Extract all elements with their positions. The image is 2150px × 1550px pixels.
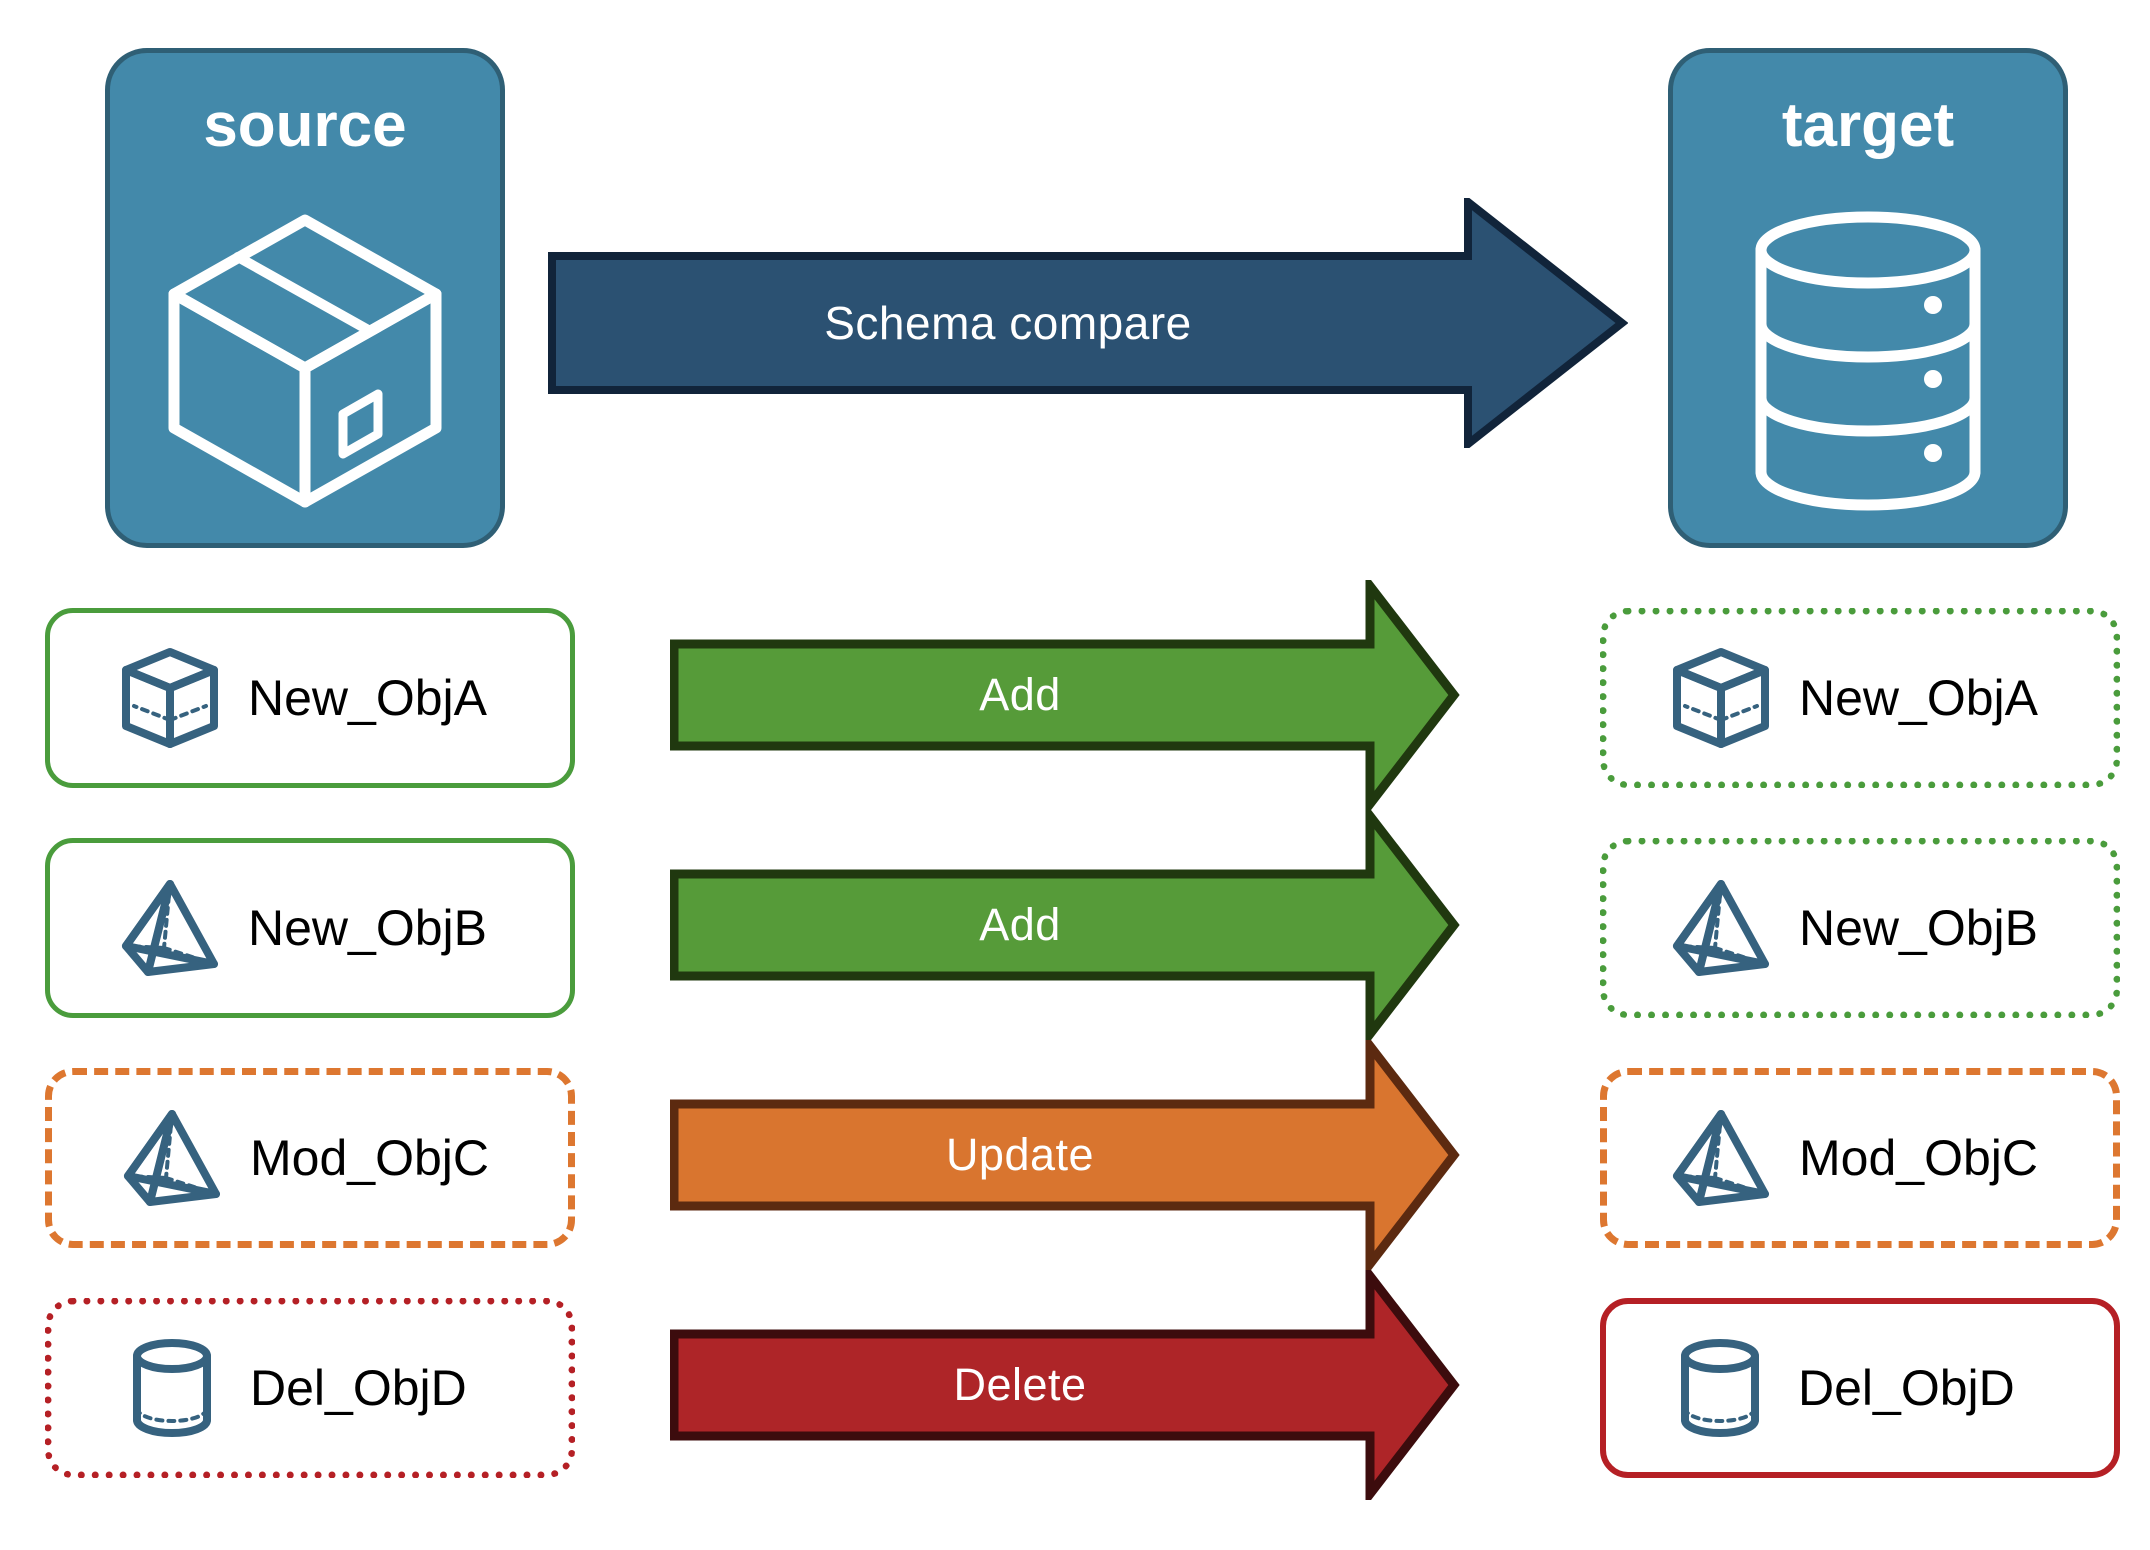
wireframe-cube-icon bbox=[118, 646, 222, 750]
source-object-chip[interactable]: New_ObjB bbox=[45, 838, 575, 1018]
target-object-chip[interactable]: New_ObjB bbox=[1600, 838, 2120, 1018]
target-object-chip[interactable]: Mod_ObjC bbox=[1600, 1068, 2120, 1248]
table-row: New_ObjB Add New_ObjB bbox=[0, 810, 2150, 1060]
schema-compare-label: Schema compare bbox=[824, 297, 1192, 349]
wireframe-pyramid-icon bbox=[118, 876, 222, 980]
wireframe-pyramid-icon bbox=[120, 1106, 224, 1210]
wireframe-cube-icon bbox=[1669, 646, 1773, 750]
wireframe-pyramid-icon bbox=[1669, 876, 1773, 980]
source-object-chip[interactable]: Mod_ObjC bbox=[45, 1068, 575, 1248]
target-object-label: Del_ObjD bbox=[1798, 1360, 2015, 1416]
source-object-label: Mod_ObjC bbox=[250, 1130, 489, 1186]
schema-compare-arrow: Schema compare bbox=[548, 198, 1628, 448]
source-object-chip[interactable]: Del_ObjD bbox=[45, 1298, 575, 1478]
action-arrow-add: Add bbox=[670, 580, 1460, 810]
table-row: Mod_ObjC Update Mod_ObjC bbox=[0, 1040, 2150, 1290]
target-object-chip[interactable]: New_ObjA bbox=[1600, 608, 2120, 788]
object-rows: New_ObjA Add New_ObjA bbox=[0, 580, 2150, 1520]
table-row: Del_ObjD Delete Del_ObjD bbox=[0, 1270, 2150, 1520]
source-object-label: New_ObjB bbox=[248, 900, 487, 956]
source-object-chip[interactable]: New_ObjA bbox=[45, 608, 575, 788]
action-arrow-add: Add bbox=[670, 810, 1460, 1040]
action-label: Add bbox=[979, 899, 1061, 950]
target-title: target bbox=[1781, 91, 1955, 160]
action-arrow-update: Update bbox=[670, 1040, 1460, 1270]
source-object-label: Del_ObjD bbox=[250, 1360, 467, 1416]
action-label: Update bbox=[945, 1129, 1095, 1180]
source-object-label: New_ObjA bbox=[248, 670, 487, 726]
table-row: New_ObjA Add New_ObjA bbox=[0, 580, 2150, 830]
wireframe-cylinder-icon bbox=[120, 1336, 224, 1440]
target-object-label: New_ObjB bbox=[1799, 900, 2038, 956]
wireframe-cylinder-icon bbox=[1668, 1336, 1772, 1440]
target-object-label: New_ObjA bbox=[1799, 670, 2038, 726]
target-object-label: Mod_ObjC bbox=[1799, 1130, 2038, 1186]
action-label: Add bbox=[979, 669, 1061, 720]
target-endpoint-card: target bbox=[1668, 48, 2068, 548]
source-title: source bbox=[203, 91, 407, 160]
source-endpoint-card: source bbox=[105, 48, 505, 548]
action-arrow-delete: Delete bbox=[670, 1270, 1460, 1500]
action-label: Delete bbox=[953, 1359, 1087, 1410]
package-box-icon bbox=[160, 179, 450, 543]
wireframe-pyramid-icon bbox=[1669, 1106, 1773, 1210]
target-object-chip[interactable]: Del_ObjD bbox=[1600, 1298, 2120, 1478]
database-cylinder-icon bbox=[1743, 179, 1993, 543]
